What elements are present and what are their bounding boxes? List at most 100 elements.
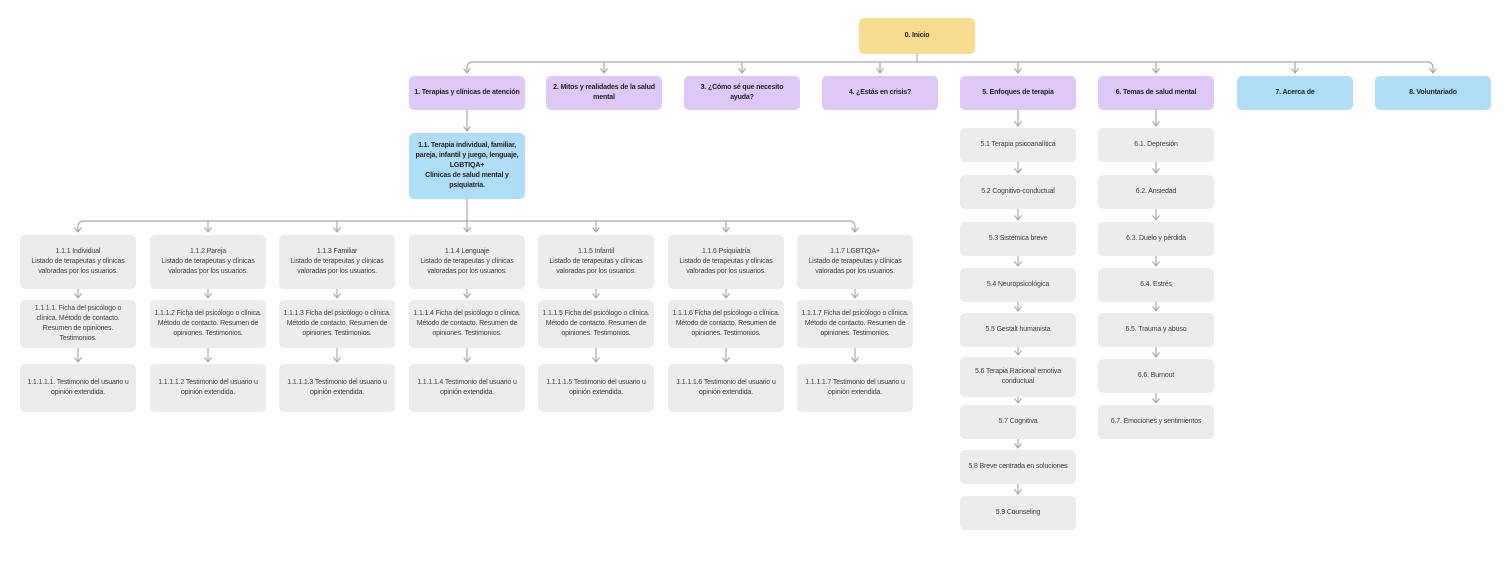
node-e2[interactable]: 5.2 Cognitivo-conductual bbox=[960, 175, 1076, 209]
node-label: 1.1.1.7 Ficha del psicólogo o clínica. M… bbox=[801, 310, 909, 337]
node-t6[interactable]: 1.1.1.1.6 Testimonio del usuario u opini… bbox=[668, 364, 784, 412]
node-label: 6.7. Emociones y sentimientos bbox=[1110, 418, 1202, 425]
node-f2[interactable]: 1.1.1.2 Ficha del psicólogo o clínica. M… bbox=[150, 300, 266, 348]
node-f7[interactable]: 1.1.1.7 Ficha del psicólogo o clínica. M… bbox=[797, 300, 913, 348]
node-label: Listado de terapeutas y clínicas valorad… bbox=[808, 258, 902, 275]
node-n2[interactable]: 2. Mitos y realidades de la salud mental bbox=[546, 76, 662, 110]
node-label: 1.1.1.1.4 Testimonio del usuario u opini… bbox=[417, 379, 517, 396]
node-n4[interactable]: 4. ¿Estás en crisis? bbox=[822, 76, 938, 110]
node-n8[interactable]: 8. Voluntariado bbox=[1375, 76, 1491, 110]
node-n1-1[interactable]: 1.1. Terapia individual, familiar, parej… bbox=[409, 133, 525, 199]
node-m4[interactable]: 6.4. Estrés bbox=[1098, 268, 1214, 302]
node-n0[interactable]: 0. Inicio bbox=[859, 18, 975, 54]
node-m2[interactable]: 6.2. Ansiedad bbox=[1098, 175, 1214, 209]
node-label: 1. Terapias y clínicas de atención bbox=[414, 89, 520, 96]
node-e9[interactable]: 5.9 Counseling bbox=[960, 496, 1076, 530]
node-l7[interactable]: 1.1.7 LGBTIQA+ Listado de terapeutas y cl… bbox=[797, 235, 913, 289]
node-label: 1.1.1.3 Ficha del psicólogo o clínica. M… bbox=[283, 310, 391, 337]
node-label: 1.1.1.1.6 Testimonio del usuario u opini… bbox=[676, 379, 776, 396]
node-label: 1.1.1.4 Ficha del psicólogo o clínica. M… bbox=[413, 310, 521, 337]
node-label: 1.1.1.1. Ficha del psicólogo o clínica. … bbox=[34, 305, 122, 342]
node-label: 6.3. Duelo y pérdida bbox=[1126, 235, 1186, 242]
node-label: 6.1. Depresión bbox=[1134, 141, 1178, 148]
node-m1[interactable]: 6.1. Depresión bbox=[1098, 128, 1214, 162]
node-label: 1.1.1.1.7 Testimonio del usuario u opini… bbox=[805, 379, 905, 396]
node-label: 6. Temas de salud mental bbox=[1115, 89, 1197, 96]
node-label: 1.1.1.2 Ficha del psicólogo o clínica. M… bbox=[154, 310, 262, 337]
node-t5[interactable]: 1.1.1.1.5 Testimonio del usuario u opini… bbox=[538, 364, 654, 412]
node-label: 3. ¿Cómo sé que necesito ayuda? bbox=[700, 84, 784, 101]
node-label: 5.3 Sistémica breve bbox=[988, 235, 1048, 242]
node-label: 1.1.6 Psiquiatría bbox=[701, 248, 751, 255]
node-f1[interactable]: 1.1.1.1. Ficha del psicólogo o clínica. … bbox=[20, 300, 136, 348]
node-label: 5. Enfoques de terapia bbox=[982, 89, 1054, 96]
node-label: 6.5. Trauma y abuso bbox=[1125, 326, 1187, 333]
node-m6[interactable]: 6.6. Burnout bbox=[1098, 359, 1214, 393]
node-e5[interactable]: 5.5 Gestalt humanista bbox=[960, 313, 1076, 347]
node-t2[interactable]: 1.1.1.1.2 Testimonio del usuario u opini… bbox=[150, 364, 266, 412]
node-label: 1.1.2 Pareja bbox=[190, 248, 226, 255]
node-t7[interactable]: 1.1.1.1.7 Testimonio del usuario u opini… bbox=[797, 364, 913, 412]
node-e1[interactable]: 5.1 Terapia psicoanalítica bbox=[960, 128, 1076, 162]
node-label: 5.4 Neuropsicológica bbox=[986, 281, 1050, 288]
node-label: 1.1.7 LGBTIQA+ bbox=[830, 248, 880, 255]
node-label: 1.1.1.1.2 Testimonio del usuario u opini… bbox=[158, 379, 258, 396]
node-f3[interactable]: 1.1.1.3 Ficha del psicólogo o clínica. M… bbox=[279, 300, 395, 348]
node-label: 1.1.1.5 Ficha del psicólogo o clínica. M… bbox=[542, 310, 650, 337]
node-e7[interactable]: 5.7 Cognitiva bbox=[960, 405, 1076, 439]
node-label: 1.1.4 Lenguaje bbox=[444, 248, 490, 255]
node-label: 1.1.1.6 Ficha del psicólogo o clínica. M… bbox=[672, 310, 780, 337]
node-label: Clínicas de salud mental y psiquiatría. bbox=[425, 172, 509, 189]
node-label: 8. Voluntariado bbox=[1409, 89, 1457, 96]
node-label: 6.4. Estrés bbox=[1140, 281, 1172, 288]
node-label: Listado de terapeutas y clínicas valorad… bbox=[679, 258, 773, 275]
node-m7[interactable]: 6.7. Emociones y sentimientos bbox=[1098, 405, 1214, 439]
node-label: 1.1.3 Familiar bbox=[316, 248, 358, 255]
node-label: Listado de terapeutas y clínicas valorad… bbox=[420, 258, 514, 275]
node-label: Listado de terapeutas y clínicas valorad… bbox=[290, 258, 384, 275]
node-label: 5.8 Breve centrada en soluciones bbox=[968, 463, 1068, 470]
node-e3[interactable]: 5.3 Sistémica breve bbox=[960, 222, 1076, 256]
node-n1[interactable]: 1. Terapias y clínicas de atención bbox=[409, 76, 525, 110]
node-label: 1.1.5 Infantil bbox=[577, 248, 615, 255]
node-label: 6.2. Ansiedad bbox=[1135, 188, 1177, 195]
node-m3[interactable]: 6.3. Duelo y pérdida bbox=[1098, 222, 1214, 256]
node-label: 0. Inicio bbox=[904, 32, 930, 39]
node-label: 5.6 Terapia Racional emotiva conductual bbox=[975, 368, 1061, 385]
node-label: 1.1.1.1.3 Testimonio del usuario u opini… bbox=[287, 379, 387, 396]
node-m5[interactable]: 6.5. Trauma y abuso bbox=[1098, 313, 1214, 347]
node-n3[interactable]: 3. ¿Cómo sé que necesito ayuda? bbox=[684, 76, 800, 110]
node-t3[interactable]: 1.1.1.1.3 Testimonio del usuario u opini… bbox=[279, 364, 395, 412]
node-n7[interactable]: 7. Acerca de bbox=[1237, 76, 1353, 110]
node-e6[interactable]: 5.6 Terapia Racional emotiva conductual bbox=[960, 357, 1076, 397]
node-label: 6.6. Burnout bbox=[1137, 372, 1175, 379]
node-t1[interactable]: 1.1.1.1.1. Testimonio del usuario u opin… bbox=[20, 364, 136, 412]
node-label: 5.1 Terapia psicoanalítica bbox=[980, 141, 1056, 148]
node-label: Listado de terapeutas y clínicas valorad… bbox=[549, 258, 643, 275]
node-label: 5.9 Counseling bbox=[995, 509, 1041, 516]
node-f6[interactable]: 1.1.1.6 Ficha del psicólogo o clínica. M… bbox=[668, 300, 784, 348]
node-label: 5.7 Cognitiva bbox=[998, 418, 1038, 425]
node-label: 4. ¿Estás en crisis? bbox=[848, 89, 912, 96]
node-e8[interactable]: 5.8 Breve centrada en soluciones bbox=[960, 450, 1076, 484]
node-label: 1.1. Terapia individual, familiar, parej… bbox=[415, 142, 519, 169]
node-label: 1.1.1 Individual bbox=[55, 248, 101, 255]
node-n6[interactable]: 6. Temas de salud mental bbox=[1098, 76, 1214, 110]
node-n5[interactable]: 5. Enfoques de terapia bbox=[960, 76, 1076, 110]
node-f5[interactable]: 1.1.1.5 Ficha del psicólogo o clínica. M… bbox=[538, 300, 654, 348]
node-f4[interactable]: 1.1.1.4 Ficha del psicólogo o clínica. M… bbox=[409, 300, 525, 348]
node-label: Listado de terapeutas y clínicas valorad… bbox=[31, 258, 125, 275]
node-label: 5.5 Gestalt humanista bbox=[985, 326, 1051, 333]
node-label: 7. Acerca de bbox=[1275, 89, 1315, 96]
node-label: 1.1.1.1.1. Testimonio del usuario u opin… bbox=[27, 379, 129, 396]
node-e4[interactable]: 5.4 Neuropsicológica bbox=[960, 268, 1076, 302]
node-label: 2. Mitos y realidades de la salud mental bbox=[553, 84, 655, 101]
node-t4[interactable]: 1.1.1.1.4 Testimonio del usuario u opini… bbox=[409, 364, 525, 412]
